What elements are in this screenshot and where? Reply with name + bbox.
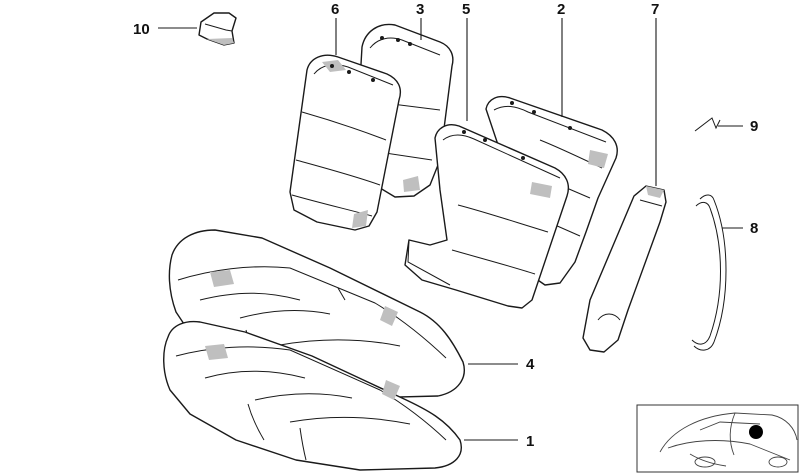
part-1-seat-cushion[interactable] (163, 320, 462, 471)
callout-7: 7 (651, 1, 659, 18)
callout-10: 10 (133, 21, 150, 38)
inset-frame (636, 404, 799, 473)
callout-5: 5 (462, 1, 470, 18)
part-8-wire-clip[interactable] (691, 194, 727, 351)
part-5-backrest[interactable] (404, 124, 570, 309)
callout-6: 6 (331, 1, 339, 18)
callout-9: 9 (750, 118, 758, 135)
callout-8: 8 (750, 220, 758, 237)
callout-1: 1 (526, 433, 534, 450)
vehicle-location-inset (636, 404, 799, 473)
callout-2: 2 (557, 1, 565, 18)
part-9-clip[interactable] (694, 117, 721, 132)
part-6-backrest[interactable] (289, 54, 402, 231)
callout-3: 3 (416, 1, 424, 18)
callout-4: 4 (526, 356, 535, 373)
car-outline (659, 412, 798, 468)
part-7-side-bolster[interactable] (582, 185, 667, 353)
location-marker (749, 425, 763, 439)
part-10-pad[interactable] (198, 12, 237, 46)
